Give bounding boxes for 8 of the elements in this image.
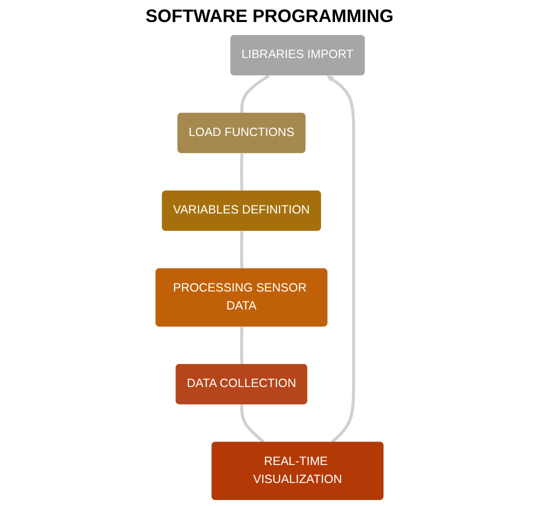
step-box: VARIABLES DEFINITION [162, 190, 322, 231]
step-box: LOAD FUNCTIONS [177, 112, 306, 154]
center-heading: SOFTWARE PROGRAMMING [146, 6, 394, 27]
step-box: PROCESSING SENSOR DATA [155, 268, 328, 327]
step-box: LIBRARIES IMPORT [230, 34, 365, 76]
cycle-arrow [326, 75, 356, 444]
step-box: DATA COLLECTION [176, 364, 308, 404]
step-box: REAL-TIME VISUALIZATION [212, 442, 384, 500]
